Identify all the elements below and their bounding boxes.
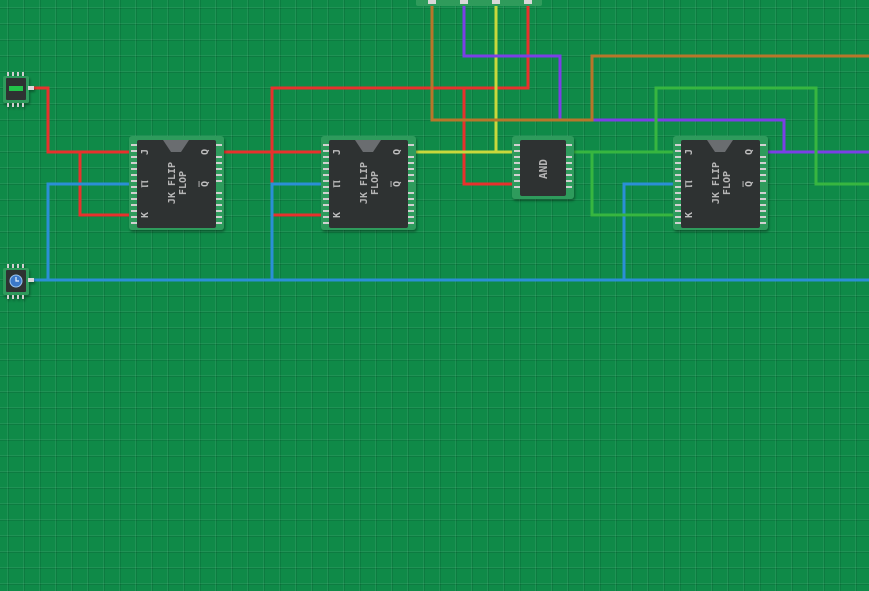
- jk2-pin-k: K: [332, 212, 343, 218]
- wire-green-loop[interactable]: [654, 86, 869, 186]
- jk3-pin-qbar: Q̅: [742, 180, 755, 187]
- jk2-pin-j: J: [332, 149, 343, 155]
- wire-orange-top[interactable]: [430, 0, 869, 122]
- jk-flip-flop-2[interactable]: J Ⲡ K Q Q̅ JK FLIP FLOP: [321, 136, 416, 230]
- jk3-pin-q: Q: [744, 149, 755, 155]
- clock-icon: [9, 274, 23, 288]
- power-source-icon: [9, 86, 23, 91]
- jk3-pin-k: K: [684, 212, 695, 218]
- and-gate-title: AND: [537, 159, 550, 179]
- wire-blue-clk1[interactable]: [46, 182, 138, 282]
- jk3-title-line2: FLOP: [722, 171, 733, 195]
- wire-green-and-k3[interactable]: [590, 150, 680, 217]
- clock-source[interactable]: [3, 264, 34, 299]
- wire-red-q1-and[interactable]: [462, 86, 518, 186]
- jk1-pin-j: J: [140, 149, 151, 155]
- jk1-title-line1: JK FLIP: [167, 162, 178, 204]
- jk1-pin-k: K: [140, 212, 151, 218]
- jk1-title-line2: FLOP: [178, 171, 189, 195]
- jk-flip-flop-3[interactable]: J Ⲡ K Q Q̅ JK FLIP FLOP: [673, 136, 768, 230]
- jk1-pin-q: Q: [200, 149, 211, 155]
- wire-blue-clk2[interactable]: [270, 182, 332, 282]
- wire-red-q1-top[interactable]: [270, 0, 530, 154]
- jk2-title-line1: JK FLIP: [359, 162, 370, 204]
- jk1-pin-clk: Ⲡ: [140, 180, 151, 188]
- jk2-pin-q: Q: [392, 149, 403, 155]
- power-source[interactable]: [3, 72, 34, 107]
- output-probe-bar[interactable]: [416, 0, 542, 6]
- jk2-pin-qbar: Q̅: [390, 180, 403, 187]
- jk3-pin-j: J: [684, 149, 695, 155]
- wire-blue-clk3[interactable]: [622, 182, 680, 282]
- wire-purple-top[interactable]: [462, 0, 869, 154]
- and-gate[interactable]: AND: [512, 136, 574, 199]
- wire-red-power-j1[interactable]: [30, 86, 138, 154]
- jk-flip-flop-1[interactable]: J Ⲡ K Q Q̅ JK FLIP FLOP: [129, 136, 224, 230]
- jk3-pin-clk: Ⲡ: [684, 180, 695, 188]
- jk2-title-line2: FLOP: [370, 171, 381, 195]
- wire-red-power-k1[interactable]: [78, 150, 138, 217]
- jk3-title-line1: JK FLIP: [711, 162, 722, 204]
- jk2-pin-clk: Ⲡ: [332, 180, 343, 188]
- jk1-pin-qbar: Q̅: [198, 180, 211, 187]
